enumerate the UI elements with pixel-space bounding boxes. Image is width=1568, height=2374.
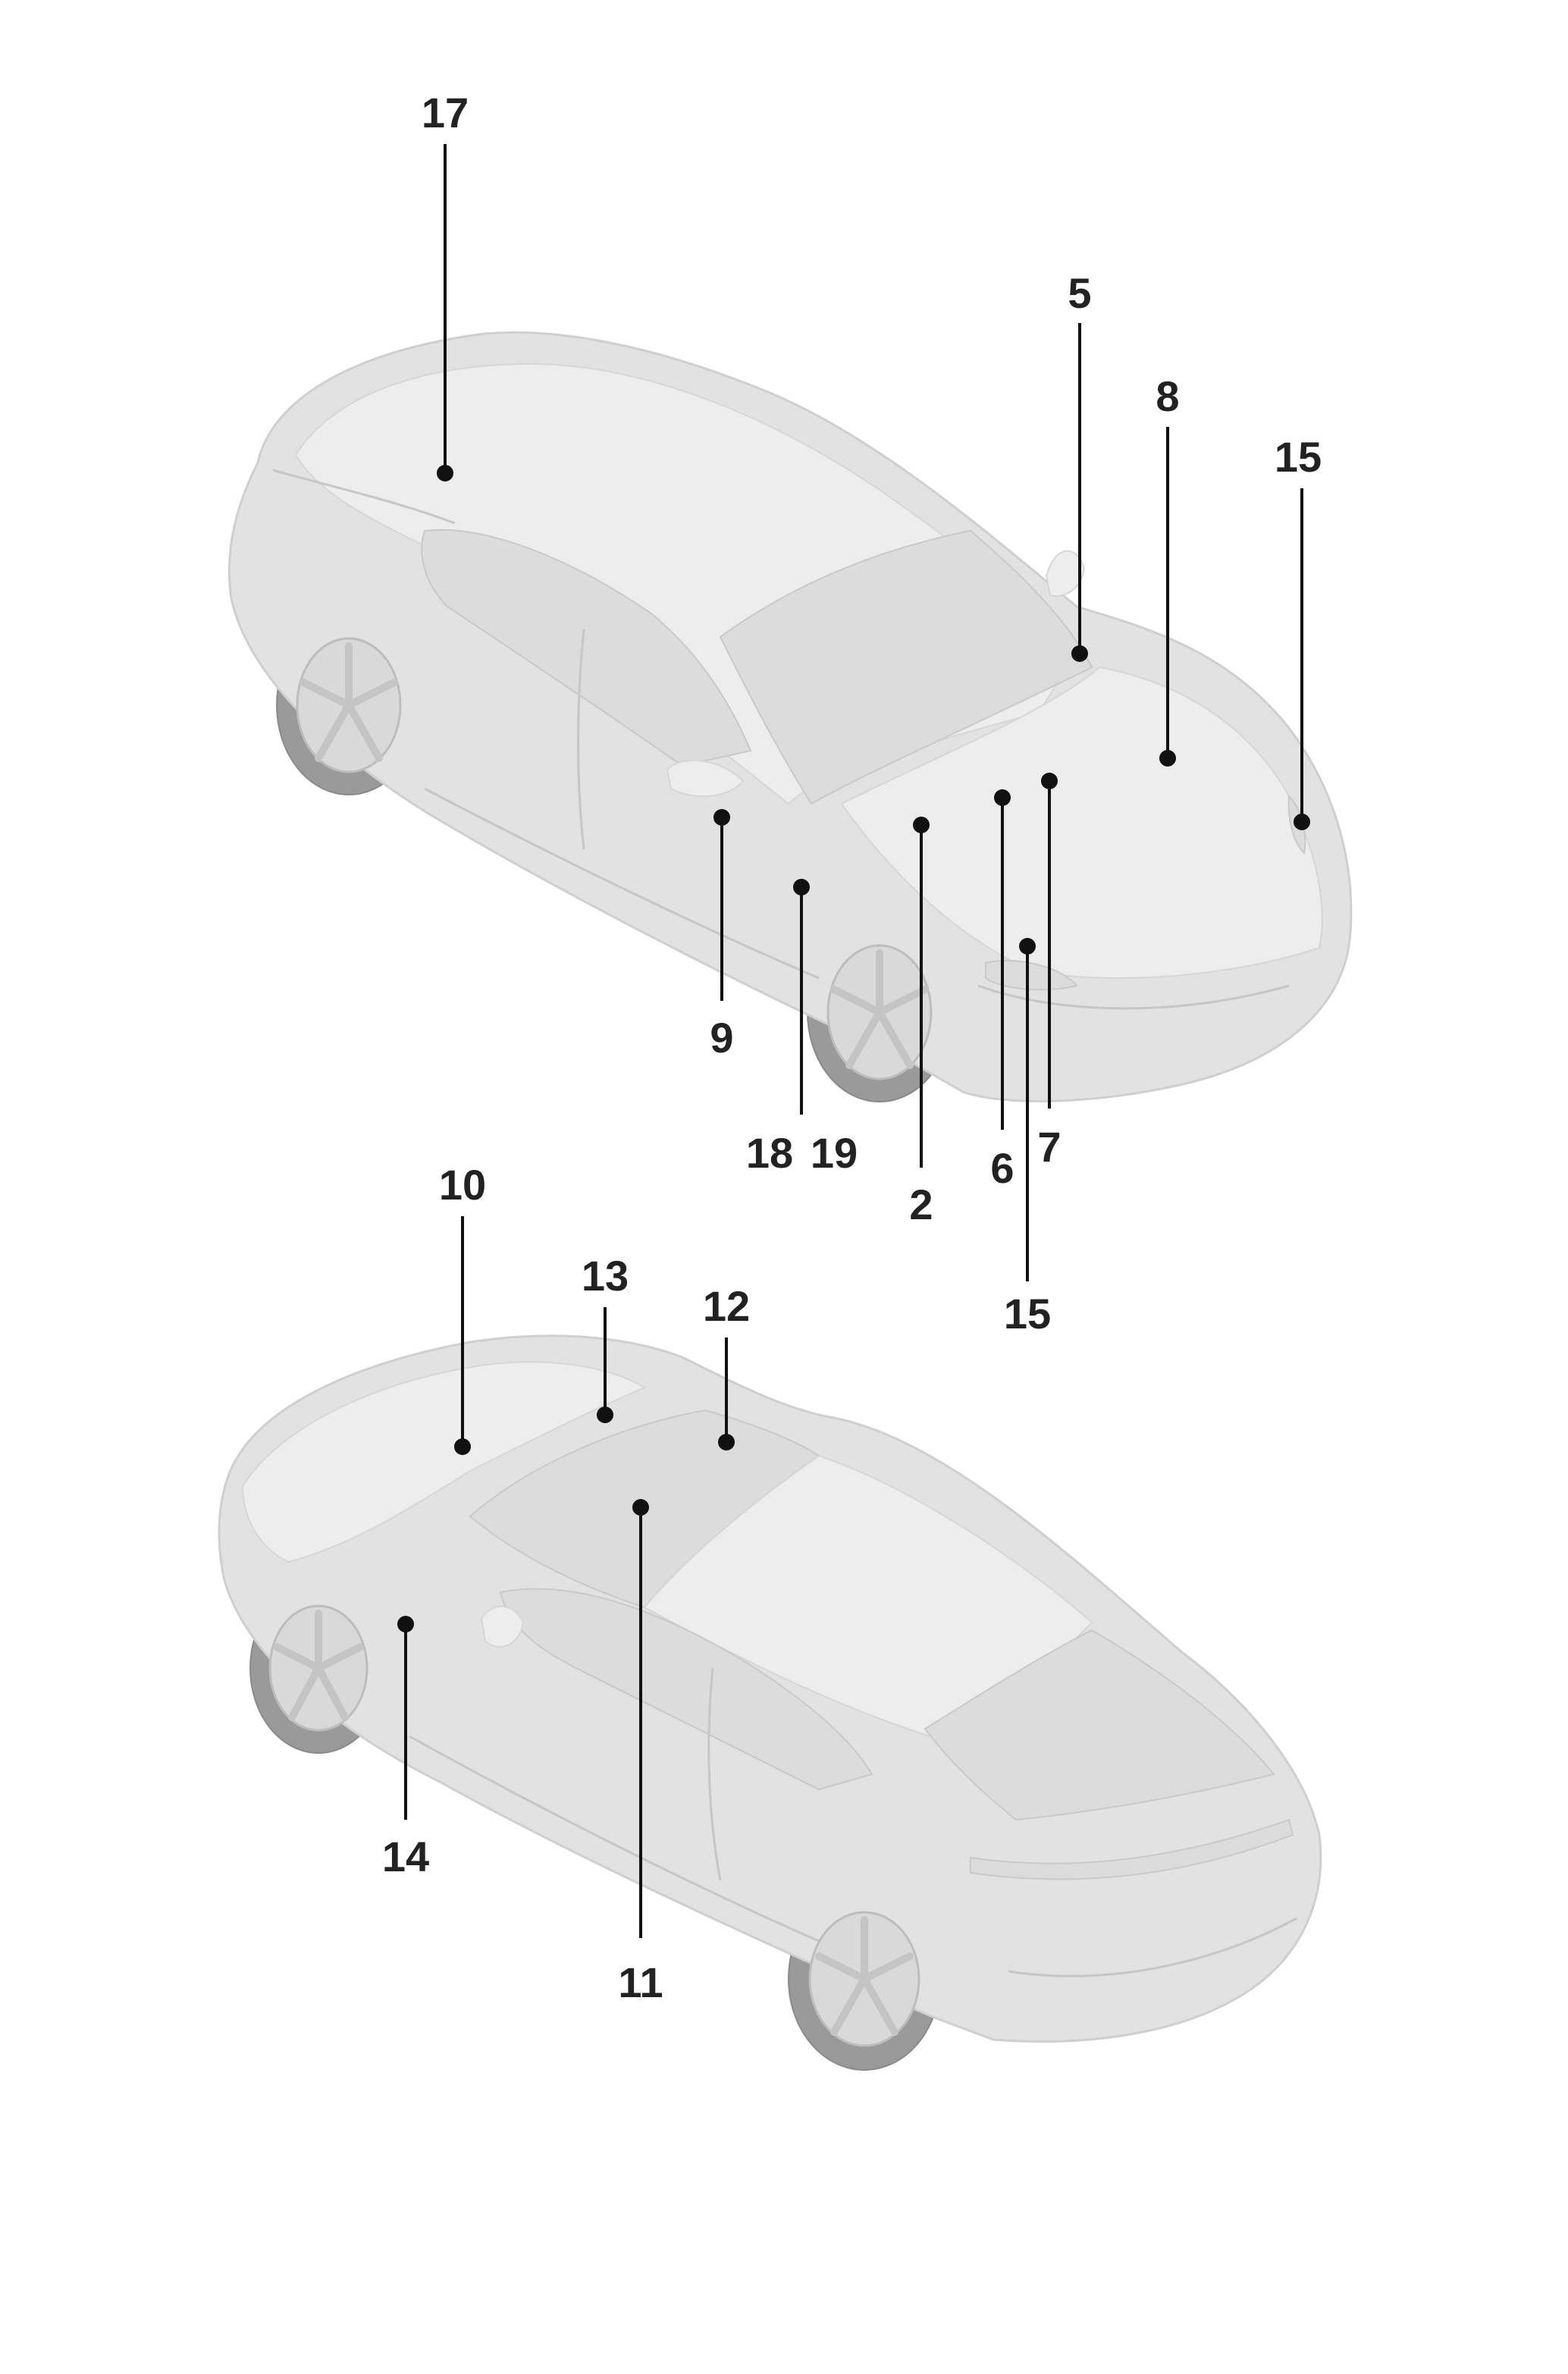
rear-view-rear-glass (924, 1629, 1275, 1821)
callout-11-point (632, 1499, 649, 1516)
callout-17-point (437, 465, 453, 481)
callout-8-label: 8 (1156, 372, 1179, 420)
callout-12-label: 12 (703, 1282, 750, 1330)
front-view-left-mirror (666, 760, 745, 798)
rear-view-door-line (707, 1667, 722, 1881)
front-view-sill-line (424, 787, 820, 980)
callout-18-19-point (793, 879, 810, 895)
rear-view-tail-light (970, 1818, 1294, 1880)
rear-wheel-spokes (299, 642, 398, 762)
front-view-tail-line (272, 469, 456, 525)
callout-9-point (713, 809, 730, 826)
front-view-windshield (719, 529, 1093, 805)
callout-5-label: 5 (1068, 269, 1091, 317)
callout-10-label: 10 (439, 1161, 486, 1209)
rear-view-sill-line (409, 1735, 820, 1943)
callout-15a-point (1294, 814, 1310, 830)
rear-view-callouts: 10 13 12 14 11 (382, 1161, 750, 2006)
front-view-hood (840, 666, 1323, 979)
callout-17-label: 17 (422, 89, 469, 136)
callout-7-label: 7 (1037, 1123, 1061, 1171)
rear-view-mirror (480, 1605, 525, 1648)
callout-8-point (1159, 750, 1176, 767)
front-view-door-line (577, 629, 585, 850)
callout-13-label: 13 (582, 1252, 629, 1300)
front-view-side-windows (421, 528, 752, 767)
rear-view-side-windows (499, 1588, 873, 1791)
front-wheel-spokes (830, 949, 929, 1069)
callout-7-point (1041, 773, 1058, 789)
callout-14-point (397, 1616, 414, 1632)
callout-11-label: 11 (618, 1958, 663, 2006)
callout-15a-label: 15 (1275, 433, 1322, 481)
callout-2-label: 2 (909, 1181, 933, 1228)
front-view-car (227, 331, 1353, 1102)
callout-12-point (718, 1434, 735, 1450)
callout-6-label: 6 (990, 1144, 1014, 1192)
callout-14-label: 14 (382, 1833, 429, 1880)
callout-5-point (1071, 645, 1088, 662)
rear-view-roof (643, 1454, 1093, 1745)
callout-10-point (454, 1438, 471, 1455)
callout-15b-label: 15 (1004, 1290, 1051, 1338)
callout-13-point (597, 1407, 613, 1423)
front-view-bumper-line (977, 984, 1290, 1010)
rear-view-diffuser-line (1008, 1917, 1297, 1977)
callout-15b-point (1019, 938, 1036, 955)
callout-19-label: 19 (811, 1129, 858, 1177)
front-view-callouts: 17 5 8 15 9 18 19 2 6 7 (422, 89, 1322, 1338)
rear-view-hood (241, 1361, 647, 1563)
callout-18-label: 18 (746, 1129, 793, 1177)
front-view-right-mirror (1045, 550, 1086, 597)
rear-view-front-wheel-spokes (273, 1610, 364, 1721)
callout-6-point (994, 789, 1011, 806)
rear-view-car (218, 1334, 1322, 2071)
rear-view-rear-wheel-spokes (815, 1916, 914, 2036)
callout-2-point (913, 817, 930, 833)
callout-9-label: 9 (710, 1014, 733, 1062)
